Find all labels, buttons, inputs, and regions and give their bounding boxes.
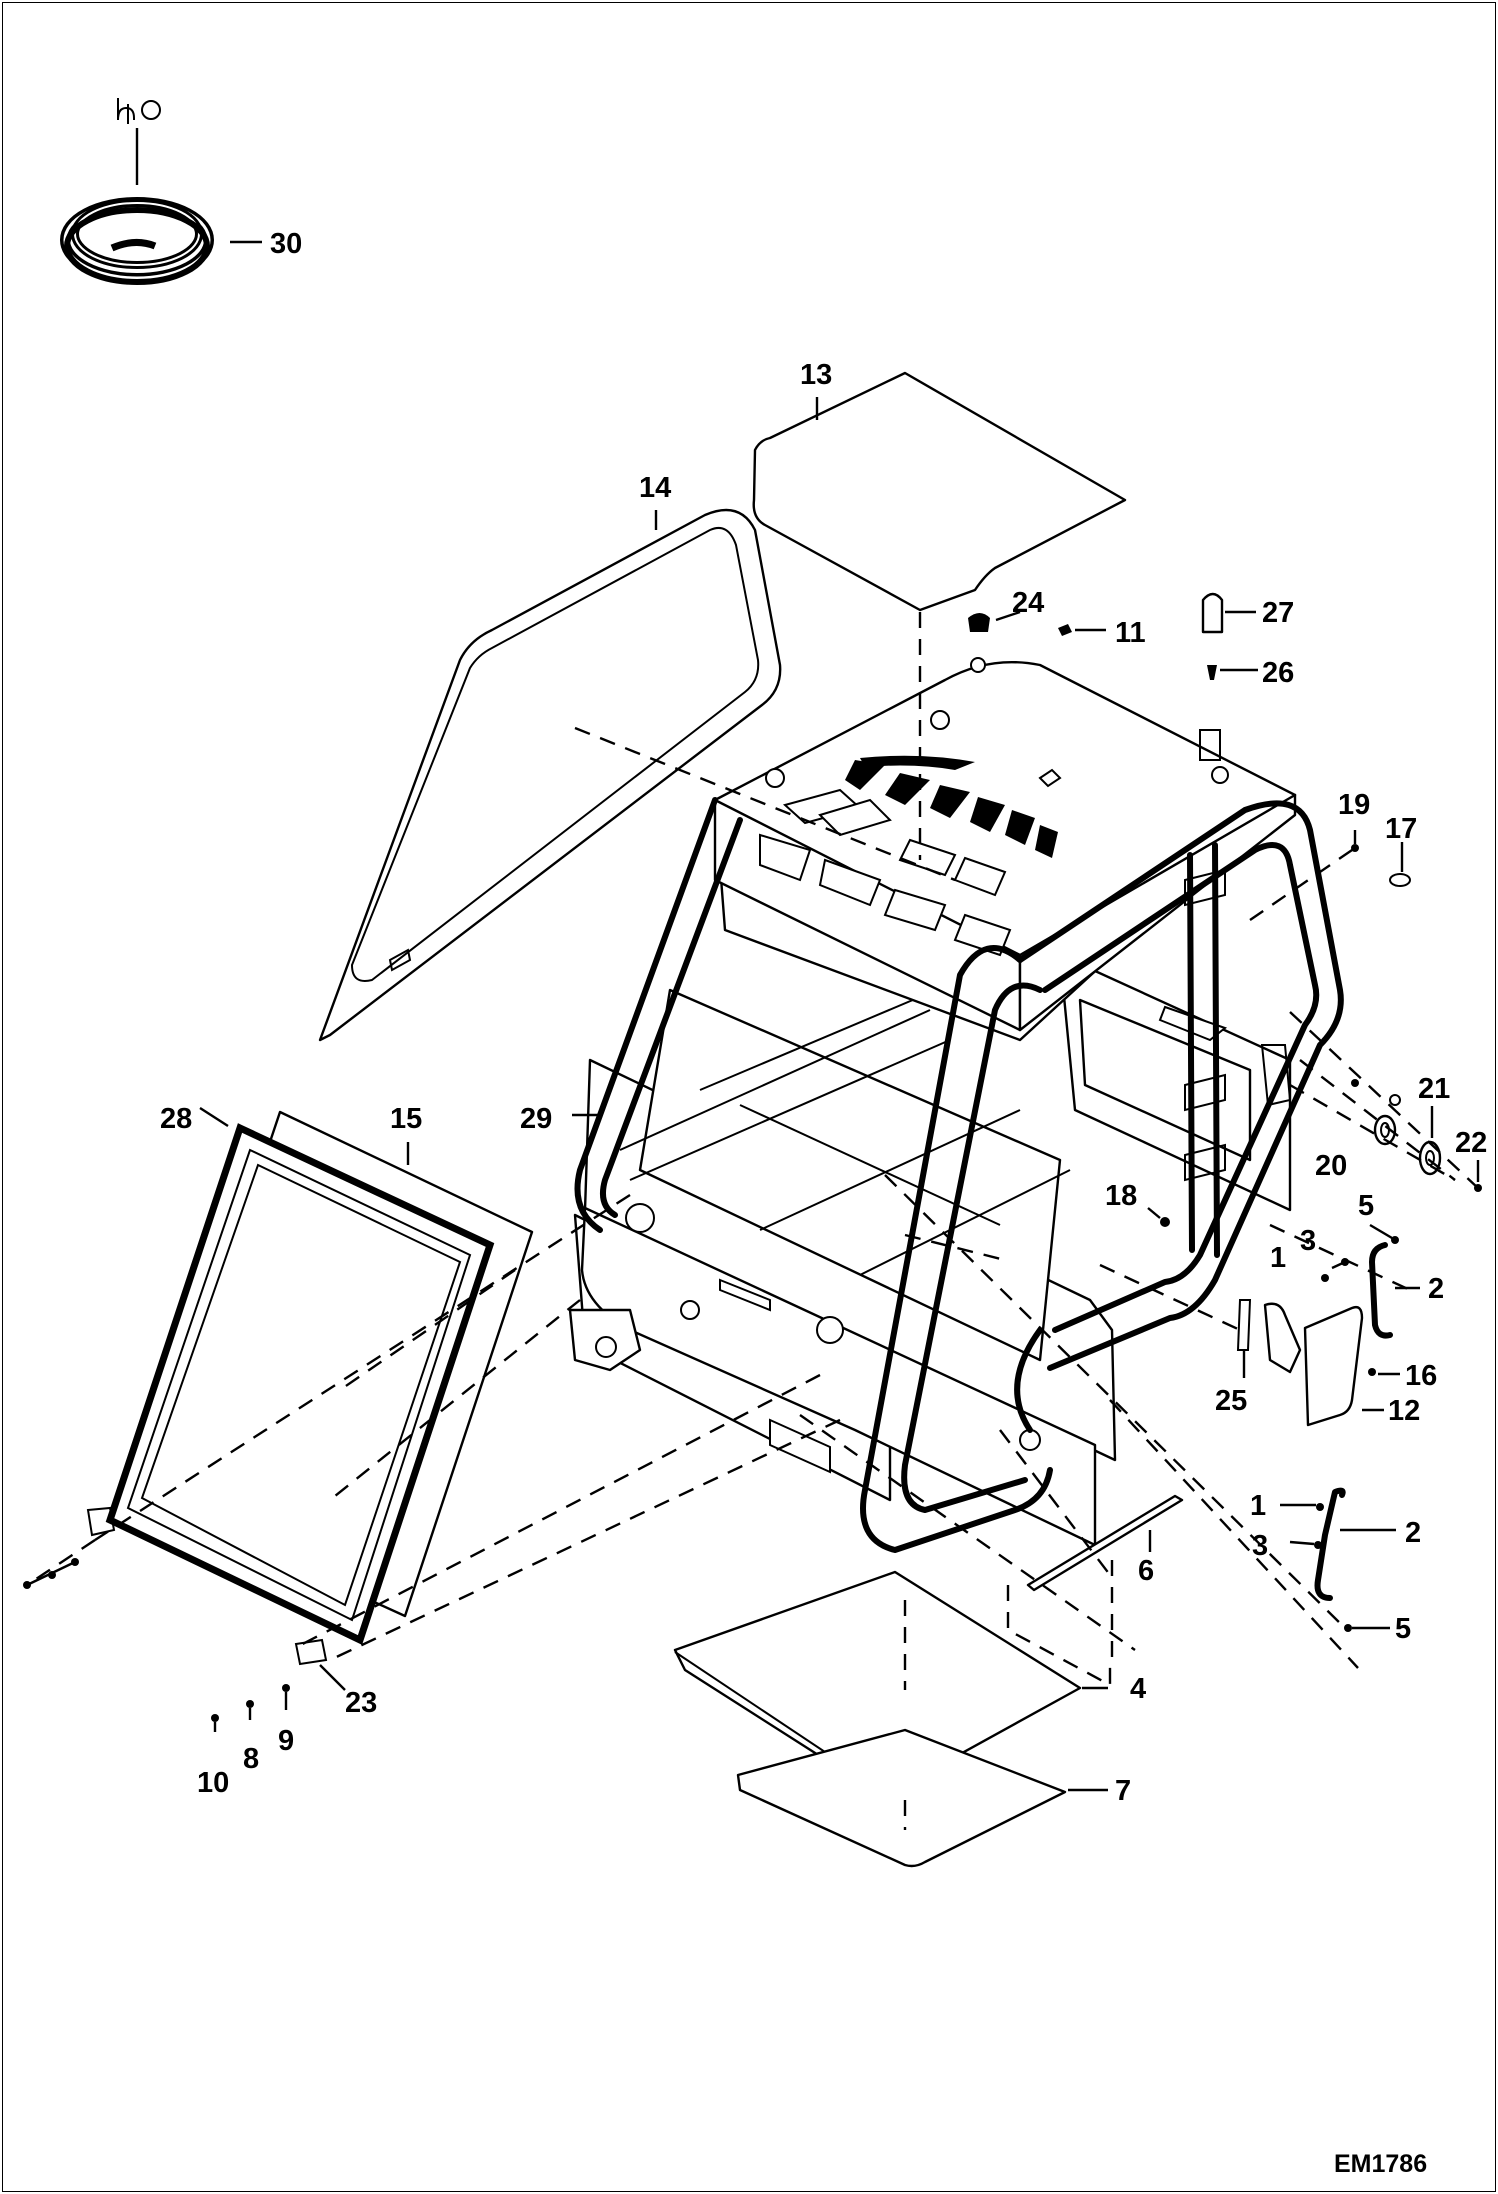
callout-9: 9 [278, 1725, 294, 1757]
callout-3-lower: 3 [1252, 1530, 1268, 1562]
callout-12: 12 [1388, 1395, 1420, 1427]
callout-3-upper: 3 [1300, 1225, 1316, 1257]
callout-14: 14 [639, 472, 671, 504]
callout-13: 13 [800, 359, 832, 391]
callout-6: 6 [1138, 1555, 1154, 1587]
callout-11: 11 [1115, 617, 1146, 649]
callout-22: 22 [1455, 1127, 1487, 1159]
assembly-dashed-lines [26, 612, 1479, 1830]
door-latch-assembly [1236, 1299, 1400, 1427]
callout-17: 17 [1385, 813, 1417, 845]
callout-7: 7 [1115, 1775, 1131, 1807]
callout-labels: 30 13 14 24 11 27 26 19 17 28 15 29 21 2… [160, 228, 1487, 1807]
part-7-floor-mat-lower [736, 1728, 1108, 1868]
callout-4: 4 [1130, 1673, 1146, 1705]
callout-2-lower: 2 [1405, 1517, 1421, 1549]
part-6-trim-strip [1026, 1494, 1184, 1592]
callout-5-upper: 5 [1358, 1190, 1374, 1222]
callout-1-lower: 1 [1250, 1490, 1266, 1522]
callout-24: 24 [1012, 587, 1044, 619]
callout-26: 26 [1262, 657, 1294, 689]
drawing-code: EM1786 [1334, 2150, 1427, 2178]
callout-1-upper: 1 [1270, 1242, 1286, 1274]
callout-23: 23 [345, 1687, 377, 1719]
part-28-front-window-frame [86, 1106, 495, 1666]
callout-5-lower: 5 [1395, 1613, 1411, 1645]
callout-15: 15 [390, 1103, 422, 1135]
callout-20: 20 [1315, 1150, 1347, 1182]
callout-16: 16 [1405, 1360, 1437, 1392]
upper-grab-handle [1321, 1223, 1420, 1339]
callout-21: 21 [1418, 1073, 1450, 1105]
part-30-seal-coil [60, 98, 262, 285]
part-29-cab-frame [568, 660, 1344, 1553]
callout-29: 29 [520, 1103, 552, 1135]
callout-2-upper: 2 [1428, 1273, 1444, 1305]
callout-18: 18 [1105, 1180, 1137, 1212]
callout-10: 10 [197, 1767, 229, 1799]
front-window-fasteners [23, 1558, 346, 1732]
part-14-side-window [318, 508, 782, 1042]
callout-25: 25 [1215, 1385, 1247, 1417]
callout-28: 28 [160, 1103, 192, 1135]
roof-hardware [765, 592, 1258, 788]
roof-vent-slots [845, 755, 1058, 858]
callout-30: 30 [270, 228, 302, 260]
callout-27: 27 [1262, 597, 1294, 629]
callout-8: 8 [243, 1743, 259, 1775]
part-13-roof-pad [752, 371, 1127, 612]
lower-grab-handle [1280, 1487, 1396, 1632]
callout-19: 19 [1338, 789, 1370, 821]
